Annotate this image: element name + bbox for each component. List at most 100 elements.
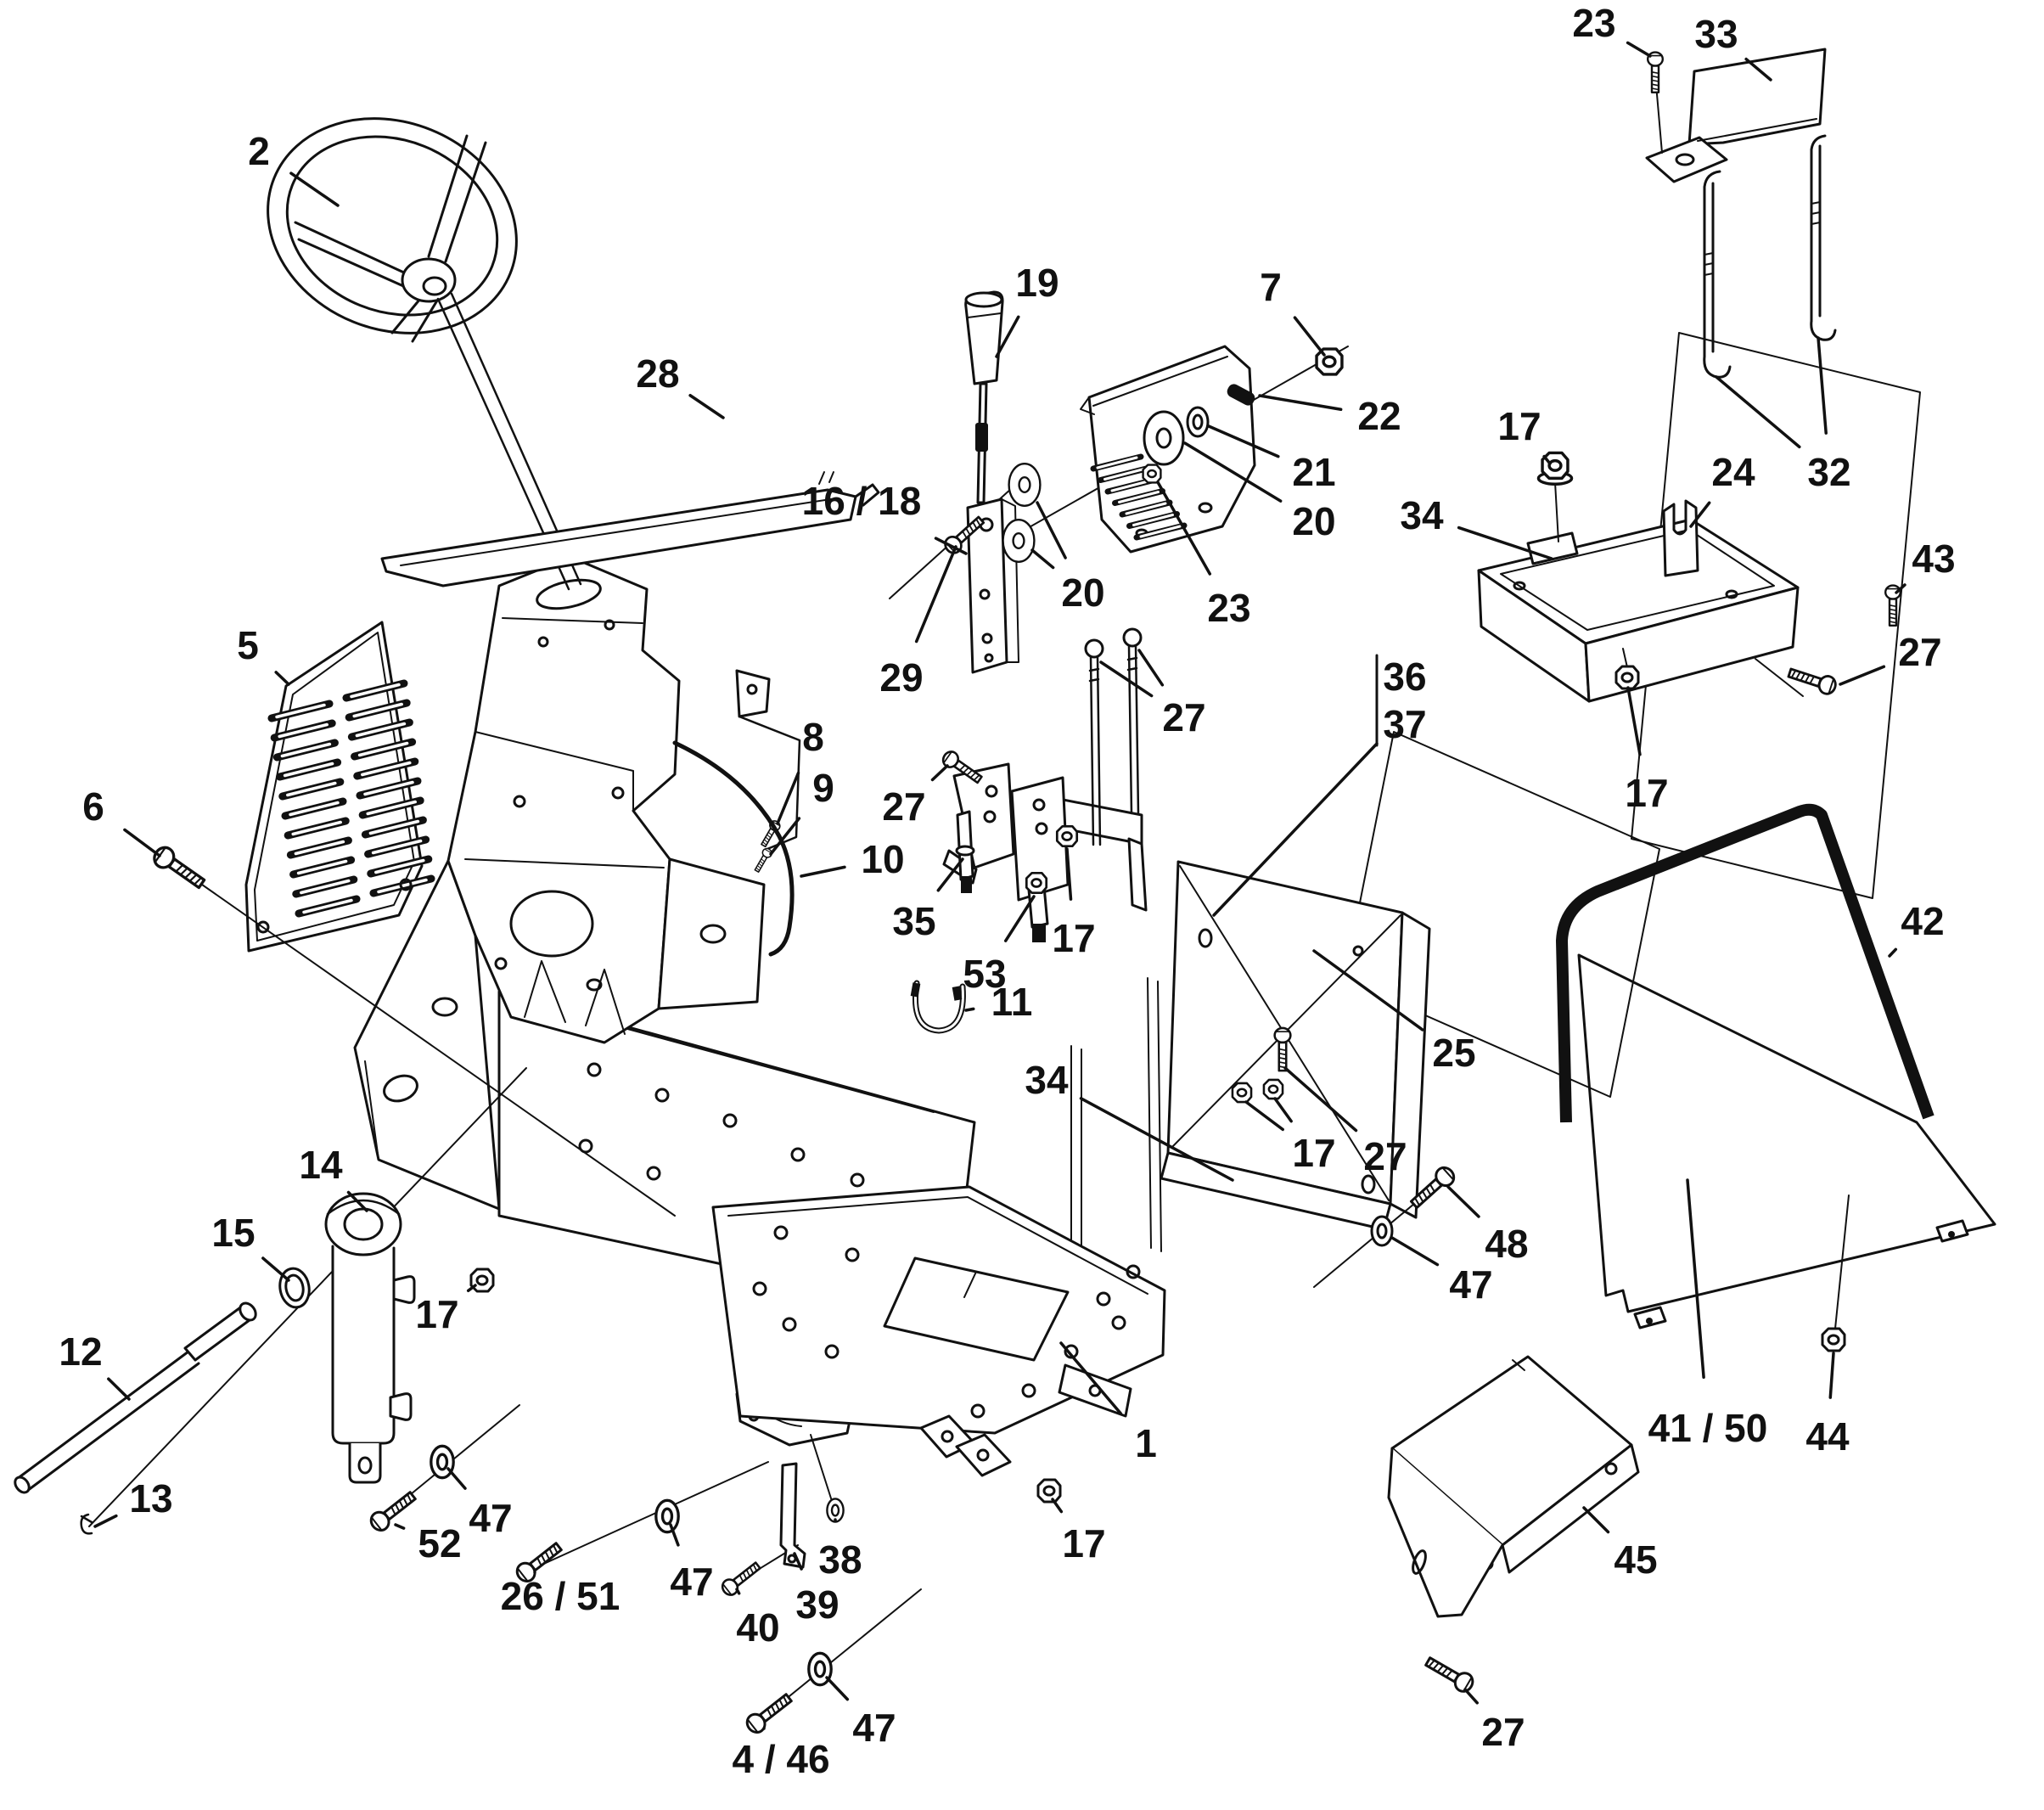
leader-line (107, 1377, 131, 1401)
screw-27-right-axis (1755, 658, 1804, 697)
leader-line (1003, 895, 1036, 942)
callout-35: 35 (892, 899, 935, 943)
callout-13: 13 (129, 1476, 172, 1521)
leader-line (1137, 649, 1165, 687)
leader-line (1582, 1506, 1610, 1534)
callout-7: 7 (1260, 265, 1282, 309)
callout-27: 27 (882, 784, 925, 829)
leader-line (1888, 947, 1898, 958)
screw-9 (751, 846, 774, 874)
vent-louvers (267, 679, 435, 918)
hook-rods-32 (1703, 134, 1837, 379)
callout-43: 43 (1912, 537, 1955, 581)
callout-23: 23 (1572, 1, 1615, 45)
leader-line (688, 393, 725, 419)
leader-line (930, 764, 949, 782)
callout-20: 20 (1292, 499, 1335, 543)
leader-line (1828, 1352, 1835, 1399)
callout-26-51: 26 / 51 (501, 1574, 620, 1618)
leader-line (123, 828, 161, 857)
callout-47: 47 (852, 1706, 896, 1750)
callout-32: 32 (1807, 450, 1850, 494)
blade-panel-28 (380, 471, 880, 587)
callout-17: 17 (1292, 1131, 1335, 1175)
shift-lever-16-18 (964, 290, 1019, 674)
callout-17: 17 (1625, 771, 1668, 815)
leader-line (669, 1523, 680, 1547)
washer-20-left-a (1008, 463, 1042, 507)
leader-line (1542, 454, 1552, 465)
callout-36-37-bracket (1212, 654, 1379, 917)
nut-17-under-tray (1614, 665, 1640, 690)
callout-17: 17 (1052, 916, 1095, 960)
leader-line (1689, 501, 1711, 528)
bolt-40 (718, 1558, 764, 1599)
callout-52: 52 (418, 1521, 461, 1565)
leader-line (1065, 847, 1073, 901)
bolt-27-upper-a (1084, 638, 1104, 659)
leader-line (1839, 665, 1886, 686)
callout-2: 2 (248, 129, 270, 173)
washer-21 (1186, 406, 1210, 438)
main-platform-1 (711, 1185, 1166, 1477)
leader-line (1817, 336, 1828, 435)
bolt-4-46 (742, 1689, 796, 1738)
leader-line (1273, 1097, 1293, 1123)
callout-10: 10 (861, 837, 904, 881)
callout-4-46: 4 / 46 (732, 1737, 829, 1781)
leader-line (936, 857, 964, 892)
leader-line (1686, 1178, 1705, 1379)
callout-53: 53 (963, 952, 1006, 996)
callout-47: 47 (1449, 1262, 1492, 1307)
leader-line (825, 1676, 850, 1701)
callout-47: 47 (469, 1496, 512, 1540)
bolt-52 (366, 1487, 420, 1536)
callout-24: 24 (1711, 450, 1755, 494)
nut-17-box-b (1262, 1078, 1284, 1100)
leader-line (995, 315, 1020, 358)
leader-line (289, 171, 340, 207)
leader-line (800, 865, 846, 878)
leader-line (1446, 1185, 1480, 1218)
rear-panel-36-37 (1344, 731, 1660, 1098)
leader-line (1463, 1688, 1479, 1705)
callout-40: 40 (736, 1605, 779, 1650)
callout-47: 47 (670, 1560, 713, 1604)
leader-line (1099, 660, 1154, 698)
leader-line (1626, 686, 1642, 756)
callout-34: 34 (1025, 1058, 1069, 1102)
leader-line (346, 1190, 368, 1212)
nut-44 (1821, 1327, 1846, 1352)
nut-17-bottom (1036, 1478, 1062, 1504)
leader-line (1051, 1498, 1064, 1514)
callout-1: 1 (1135, 1421, 1157, 1465)
leader-line (793, 1552, 803, 1571)
leader-line (1183, 441, 1283, 503)
callout-36: 36 (1383, 655, 1426, 699)
callout-17: 17 (1062, 1521, 1105, 1565)
callout-15: 15 (211, 1211, 255, 1255)
washer-47-right (1370, 1215, 1394, 1247)
leader-line (914, 545, 957, 644)
leader-line (274, 671, 290, 686)
nut-23-mid (1142, 464, 1162, 484)
callout-9: 9 (812, 766, 834, 810)
callout-20: 20 (1061, 571, 1104, 615)
tray-34 (1477, 481, 1800, 703)
leader-line (1244, 1100, 1284, 1132)
screw-27-right (1785, 663, 1839, 698)
leader-line (261, 1256, 290, 1282)
callout-42: 42 (1901, 899, 1944, 943)
control-cable-10 (672, 740, 795, 957)
callout-33: 33 (1694, 12, 1738, 56)
leader-line (394, 1523, 406, 1530)
bolt-6-axis (184, 872, 676, 1217)
callout-16-18: 16 / 18 (802, 479, 922, 523)
leader-line (1036, 501, 1067, 559)
window-panel-41-50 (1577, 953, 1996, 1329)
leader-line (1715, 375, 1801, 449)
leader-line (1258, 394, 1343, 412)
nut-17-box-a (1231, 1082, 1253, 1104)
